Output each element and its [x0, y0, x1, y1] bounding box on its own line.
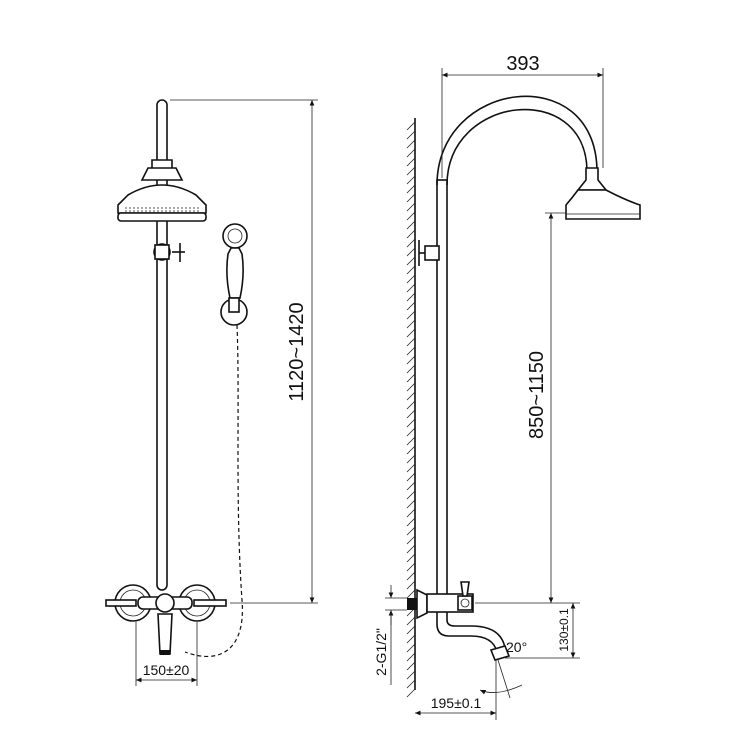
wall-hatch-line [406, 382, 416, 392]
wall-hatch-line [406, 247, 416, 257]
spout-angle-dimension: 20° [479, 639, 527, 720]
wall-hatch-line [406, 616, 416, 626]
spout-drop-label: 130±0.1 [557, 608, 571, 652]
arm-reach-dimension: 393 [441, 53, 604, 178]
side-spout-tip [489, 645, 511, 661]
hose [184, 324, 243, 657]
wall-hatch-line [406, 508, 416, 518]
wall-hatch-line [406, 220, 416, 230]
wall-hatch-line [406, 625, 416, 635]
side-mixer [407, 581, 511, 661]
side-view [407, 95, 641, 661]
wall-hatch-line [406, 670, 416, 680]
wall-hatch-line [406, 211, 416, 221]
wall-hatch-line [406, 139, 416, 149]
wall-hatch-line [406, 472, 416, 482]
wall-hatch-line [406, 427, 416, 437]
side-head-connector [576, 167, 608, 191]
wall-hatch-line [406, 175, 416, 185]
wall-hatch-line [406, 346, 416, 356]
wall-hatch-line [406, 517, 416, 527]
wall-hatch-line [406, 544, 416, 554]
wall-hatch-line [406, 184, 416, 194]
wall-hatch-line [406, 121, 416, 131]
handle-spacing-label: 150±20 [143, 662, 190, 678]
wall-hatch-line [406, 310, 416, 320]
wall-hatch-line [406, 553, 416, 563]
wall-hatch-line [406, 679, 416, 689]
hand-shower-handle [226, 247, 244, 299]
spout-angle-label: 20° [506, 639, 527, 655]
wall-hatch-line [406, 634, 416, 644]
wall-hatch-line [406, 445, 416, 455]
hand-shower-head [222, 223, 248, 249]
wall-hatch-line [406, 373, 416, 383]
riser-pole [156, 99, 168, 591]
wall-hatch-line [406, 265, 416, 275]
handle-spacing-dimension: 150±20 [135, 622, 198, 686]
side-shower-head [565, 189, 641, 220]
wall-hatch-line [406, 292, 416, 302]
arm-reach-label: 393 [506, 53, 539, 75]
wall-hatch-line [406, 328, 416, 338]
wall-hatch-line [406, 229, 416, 239]
wall-hatch-line [406, 157, 416, 167]
wall-hatch-line [406, 364, 416, 374]
wall-hatch-line [406, 337, 416, 347]
arm-inner [446, 108, 588, 186]
wall-hatch-line [406, 319, 416, 329]
head-connector [140, 159, 184, 181]
wall-hatch-line [406, 535, 416, 545]
inlet-thread-label: 2-G1/2" [373, 628, 389, 676]
wall-hatch-line [406, 409, 416, 419]
front-view [105, 99, 248, 657]
wall-hatch-line [406, 454, 416, 464]
spout-reach-dimension: 195±0.1 [415, 695, 496, 716]
wall-hatch-line [406, 391, 416, 401]
wall-hatch-line [406, 463, 416, 473]
wall-hatch-line [406, 238, 416, 248]
wall-hatch-line [406, 580, 416, 590]
wall-hatch-line [406, 202, 416, 212]
wall-bracket [424, 245, 440, 261]
wall-hatch-line [406, 193, 416, 203]
side-riser [436, 179, 448, 596]
overall-height-label: 1120~1420 [286, 302, 308, 401]
wall-hatch-line [406, 355, 416, 365]
head-height-dimension: 850~1150 [475, 212, 580, 604]
wall-hatch-line [406, 661, 416, 671]
wall-hatch-line [406, 400, 416, 410]
wall [406, 118, 416, 698]
wall-hatch-line [406, 301, 416, 311]
shower-head-nozzles [125, 207, 199, 212]
wall-hatch-line [406, 526, 416, 536]
wall-hatch-line [406, 643, 416, 653]
arm-outer [436, 95, 598, 186]
wall-hatch-line [406, 562, 416, 572]
spout [157, 613, 173, 655]
wall-hatch-line [406, 688, 416, 698]
inlet-thread-dimension: 2-G1/2" [373, 585, 407, 685]
overall-height-dimension: 1120~1420 [170, 99, 318, 604]
wall-hatch-line [406, 499, 416, 509]
spout-drop-dimension: 130±0.1 [505, 603, 580, 659]
wall-hatch-line [406, 274, 416, 284]
wall-hatch-line [406, 130, 416, 140]
spout-reach-label: 195±0.1 [431, 695, 482, 711]
wall-hatch-line [406, 148, 416, 158]
wall-hatch-line [406, 652, 416, 662]
wall-hatch-line [406, 418, 416, 428]
wall-hatch-line [406, 490, 416, 500]
wall-hatch-line [406, 283, 416, 293]
shower-head [117, 184, 207, 214]
wall-hatch-line [406, 589, 416, 599]
mixer [105, 584, 227, 655]
head-height-label: 850~1150 [526, 351, 548, 439]
wall-hatch-line [406, 481, 416, 491]
wall-hatch-line [406, 571, 416, 581]
wall-hatch-line [406, 436, 416, 446]
wall-hatch-line [406, 256, 416, 266]
wall-hatch-line [406, 166, 416, 176]
